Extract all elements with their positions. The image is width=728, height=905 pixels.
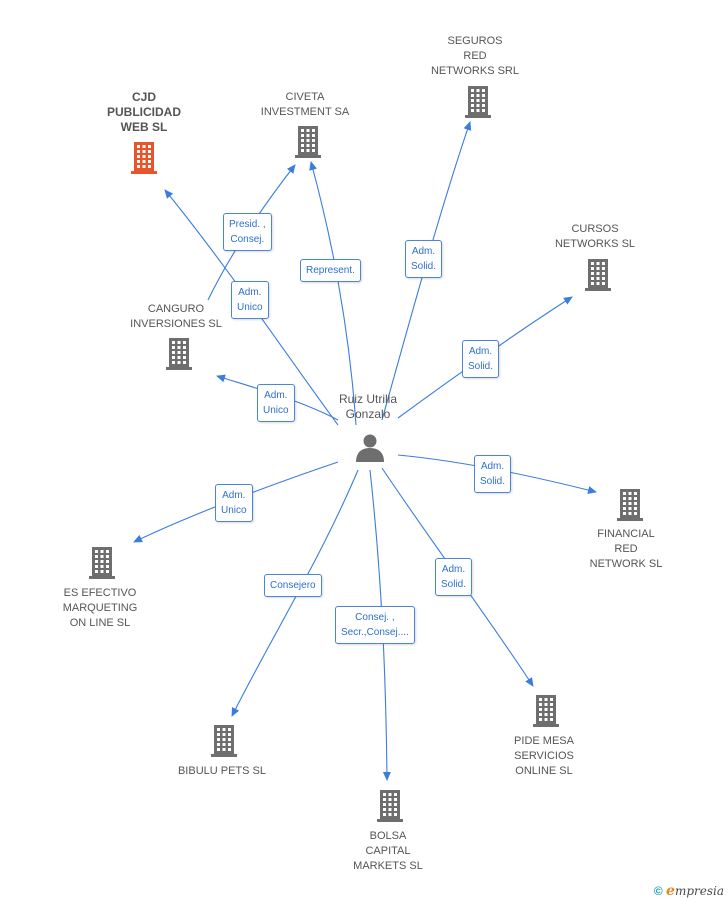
edge-role-label[interactable]: Adm. Unico <box>215 484 253 522</box>
edge-role-label[interactable]: Presid. , Consej. <box>223 213 272 251</box>
company-name[interactable]: CJD PUBLICIDAD WEB SL <box>107 90 181 134</box>
building-icon[interactable] <box>585 259 611 291</box>
building-icon[interactable] <box>211 725 237 757</box>
building-icon[interactable] <box>131 142 157 174</box>
edge-role-label[interactable]: Adm. Solid. <box>405 240 443 278</box>
building-icon[interactable] <box>166 338 192 370</box>
company-name[interactable]: CURSOS NETWORKS SL <box>554 223 636 250</box>
edge-role-label[interactable]: Adm. Unico <box>257 384 295 422</box>
building-icon[interactable] <box>465 86 491 118</box>
company-name[interactable]: CANGURO INVERSIONES SL <box>130 303 222 330</box>
edge-role-label[interactable]: Consejero <box>264 574 322 597</box>
edge-line <box>231 469 359 717</box>
edge-role-label[interactable]: Adm. Solid. <box>435 558 473 596</box>
building-icon[interactable] <box>533 695 559 727</box>
edge-role-label[interactable]: Adm. Solid. <box>474 455 512 493</box>
edge-role-label[interactable]: Represent. <box>300 259 361 282</box>
copyright-symbol: © <box>653 884 663 898</box>
building-icon[interactable] <box>377 790 403 822</box>
building-icon[interactable] <box>89 547 115 579</box>
footer-brand: © empresia <box>654 883 724 899</box>
person-name[interactable]: Ruiz Utrilla Gonzalo <box>338 392 397 421</box>
company-name[interactable]: CIVETA INVESTMENT SA <box>260 91 350 118</box>
edge-role-label[interactable]: Consej. , Secr.,Consej.... <box>335 606 415 644</box>
edge-role-label[interactable]: Adm. Unico <box>231 281 269 319</box>
company-name[interactable]: BIBULU PETS SL <box>177 765 267 777</box>
empresia-logo: empresia <box>666 883 724 899</box>
building-icon[interactable] <box>617 489 643 521</box>
building-icon[interactable] <box>295 126 321 158</box>
edge-role-label[interactable]: Adm. Solid. <box>462 340 500 378</box>
company-name[interactable]: PIDE MESA SERVICIOS ONLINE SL <box>514 735 574 777</box>
person-icon[interactable] <box>356 434 384 463</box>
company-name[interactable]: FINANCIAL RED NETWORK SL <box>589 528 663 570</box>
company-name[interactable]: ES EFECTIVO MARQUETING ON LINE SL <box>62 587 138 629</box>
company-name[interactable]: SEGUROS RED NETWORKS SRL <box>430 35 519 77</box>
company-name[interactable]: BOLSA CAPITAL MARKETS SL <box>353 830 423 872</box>
edge-line <box>309 161 357 426</box>
